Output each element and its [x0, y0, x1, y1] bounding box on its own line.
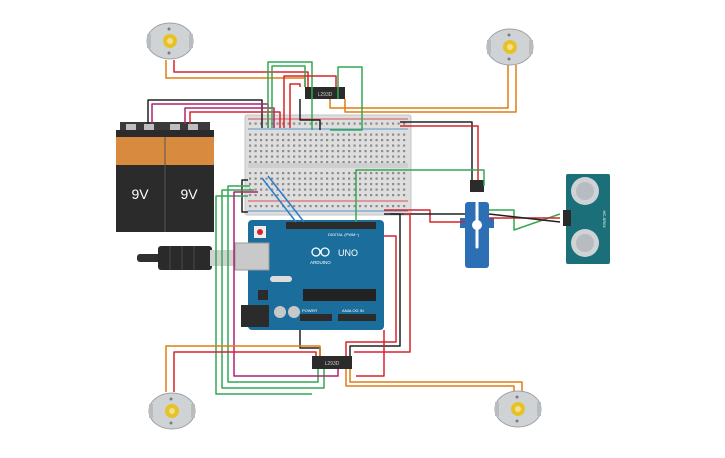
motor-driver-top: L293D [305, 87, 345, 99]
digital-header-label: DIGITAL (PWM~) [328, 232, 360, 237]
analog-header-label: ANALOG IN [342, 308, 364, 313]
arduino-model: UNO [338, 248, 358, 258]
battery-label-left: 9V [131, 186, 149, 202]
driver-top-label: L293D [318, 92, 333, 98]
wires [147, 60, 561, 395]
servo-motor [460, 180, 494, 268]
motor-driver-bottom: L293D [312, 356, 352, 369]
usb-cable [137, 246, 236, 270]
power-header [300, 314, 332, 321]
breadboard [244, 114, 412, 216]
arduino-uno: DIGITAL (PWM~) POWER ANALOG IN ARDUINO U… [234, 220, 384, 330]
sensor-label: HC-SR04 [602, 210, 607, 228]
dc-motor-bottom-left [148, 392, 196, 430]
microcontroller-chip [303, 289, 376, 301]
arduino-brand: ARDUINO [310, 260, 331, 265]
dc-motor-bottom-right [494, 390, 542, 428]
analog-header [338, 314, 376, 321]
power-header-label: POWER [302, 308, 317, 313]
driver-bottom-label: L293D [325, 361, 340, 367]
digital-header [286, 222, 376, 229]
arduino-logo [311, 247, 330, 257]
ultrasonic-sensor: HC-SR04 [563, 174, 610, 264]
dc-motor-top-left [146, 22, 194, 60]
battery-label-right: 9V [180, 186, 198, 202]
dc-motor-top-right [486, 28, 534, 66]
battery-pack: 9V 9V [116, 122, 214, 232]
